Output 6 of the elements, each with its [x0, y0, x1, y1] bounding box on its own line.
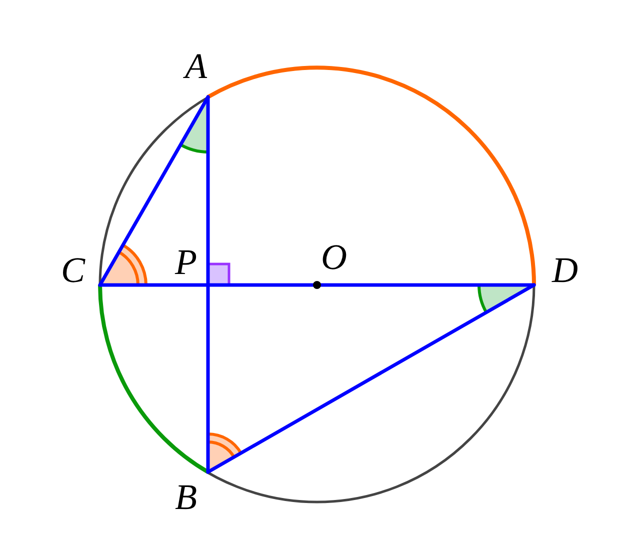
point-label: D	[552, 252, 578, 288]
point-label: C	[61, 252, 85, 288]
point-label: P	[175, 244, 197, 280]
point-label: O	[321, 239, 347, 275]
point-label: B	[175, 479, 197, 515]
point-label: A	[185, 48, 207, 84]
